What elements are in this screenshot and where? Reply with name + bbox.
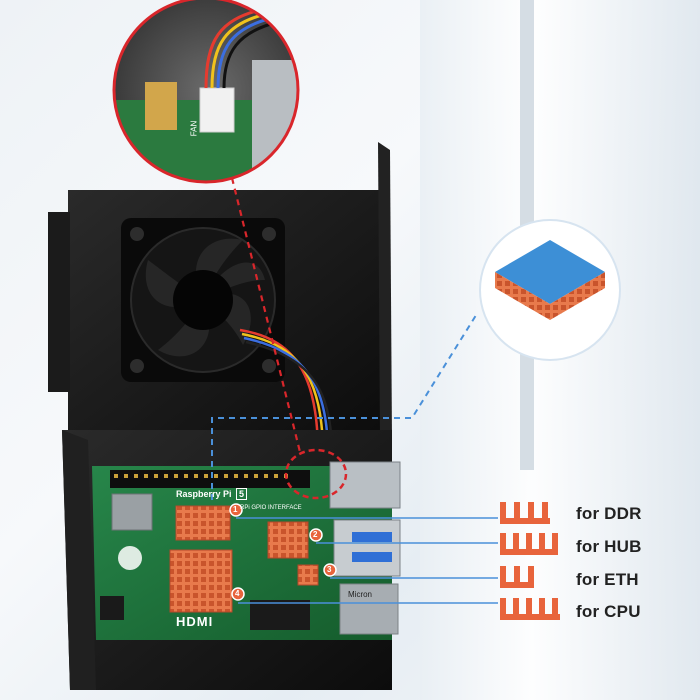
header-label: RPi GPIO INTERFACE — [240, 505, 302, 511]
callout-cpu-label: for CPU — [576, 602, 641, 621]
callout-eth-label: for ETH — [576, 570, 639, 589]
board-brand-group: Raspberry Pi 5 — [176, 488, 248, 500]
fan-label: FAN — [189, 120, 199, 137]
fan-connector-zoom — [112, 0, 300, 184]
callout-hub: for HUB — [498, 532, 642, 562]
thermal-pad-leader — [211, 311, 479, 500]
badge-1 — [229, 503, 243, 517]
heatsink-icon-eth — [500, 566, 534, 588]
callout-cpu: for CPU — [498, 597, 641, 627]
badge-4-number: 4 — [235, 589, 240, 598]
heatsink-cpu — [169, 549, 233, 613]
heatsink-icon-cpu — [500, 598, 560, 620]
board-model-text: 5 — [236, 488, 248, 500]
fan-connector-highlight — [284, 448, 348, 500]
callout-lines — [236, 517, 498, 604]
heatsink-eth — [297, 564, 319, 586]
callout-ddr: for DDR — [498, 499, 642, 529]
badge-2 — [309, 528, 323, 542]
badge-2-number: 2 — [313, 530, 318, 539]
heatsink-ddr — [175, 505, 231, 541]
thermal-pad-zoom — [479, 219, 621, 361]
heatsink-icon-hub — [500, 533, 558, 555]
callout-eth: for ETH — [498, 565, 639, 595]
heatsink-icon-ddr — [500, 502, 550, 524]
hdmi-label: HDMI — [176, 614, 214, 629]
fan-connector-leader — [230, 177, 302, 453]
raspberry-pi-board — [92, 461, 401, 640]
chip-label: Micron — [348, 590, 373, 599]
badge-4 — [231, 587, 245, 601]
heatsink-hub — [267, 521, 309, 559]
badge-3-number: 3 — [327, 565, 332, 574]
badge-3 — [323, 563, 337, 577]
badge-1-number: 1 — [233, 505, 238, 514]
callout-ddr-label: for DDR — [576, 504, 642, 523]
fan — [121, 218, 285, 382]
callout-hub-label: for HUB — [576, 537, 642, 556]
board-brand-text: Raspberry Pi — [176, 489, 232, 499]
